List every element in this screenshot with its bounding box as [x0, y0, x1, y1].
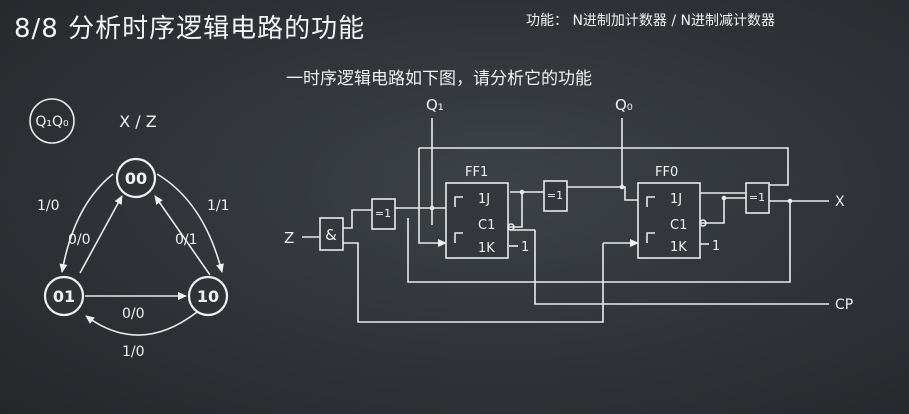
state-node-10 [187, 275, 229, 317]
transition-01-00 [79, 195, 123, 274]
transition-00-10 [156, 173, 224, 273]
and-gate [319, 217, 344, 251]
state-node-00 [115, 157, 157, 199]
q0-label: Q₀ [615, 96, 633, 114]
xor-gate-3 [745, 182, 770, 214]
logic-circuit: & =1 =1 =1 FF1 1J C1 1K 1 FF0 1J C1 1K [284, 96, 853, 323]
ff0-k-value: 1 [712, 239, 720, 254]
state-node-01 [43, 275, 85, 317]
z-input-label: Z [284, 229, 294, 247]
slide-title: 8/8 分析时序逻辑电路的功能 [14, 14, 366, 44]
ff0-name: FF0 [655, 165, 678, 180]
q1-label: Q₁ [426, 96, 444, 114]
transition-label: 1/1 [207, 198, 230, 214]
xor-gate-label: =1 [749, 191, 765, 204]
state-legend: Q₁Q₀ [35, 114, 69, 130]
state-legend-circle [29, 98, 75, 144]
transition-00-01 [59, 173, 114, 273]
xor-gate-2 [543, 180, 568, 212]
ff0-j: 1J [670, 192, 682, 207]
transition-10-00 [154, 195, 211, 276]
problem-statement: 一时序逻辑电路如下图，请分析它的功能 [286, 69, 592, 89]
ff1-k: 1K [478, 241, 495, 256]
and-gate-label: & [325, 226, 337, 244]
ff0-c: C1 [670, 218, 687, 233]
xor-gate-1 [371, 198, 396, 230]
ff0-k: 1K [670, 240, 687, 255]
state-label: 00 [125, 169, 147, 188]
xor-gate-label: =1 [547, 189, 563, 202]
io-legend: X / Z [119, 112, 157, 131]
ff1-name: FF1 [465, 165, 488, 180]
ff1-c: C1 [478, 218, 495, 233]
xor-gate-label: =1 [375, 207, 391, 220]
ff1-j: 1J [478, 192, 490, 207]
cp-label: CP [835, 297, 853, 313]
transition-label: 1/0 [122, 344, 145, 360]
ff1-k-value: 1 [521, 240, 529, 255]
transition-label: 0/0 [122, 306, 145, 322]
transition-label: 0/1 [175, 232, 198, 248]
state-diagram: Q₁Q₀ X / Z 1/0 0/0 0/1 1/1 0/0 1/0 00 01… [29, 98, 230, 360]
flip-flop-ff0 [637, 182, 701, 259]
function-note: 功能： N进制加计数器 / N进制减计数器 [526, 13, 776, 29]
state-label: 10 [197, 287, 219, 306]
flip-flop-ff1 [445, 182, 509, 259]
transition-10-01 [85, 311, 198, 336]
state-label: 01 [53, 287, 75, 306]
x-output-label: X [835, 194, 845, 210]
transition-label: 0/0 [68, 232, 91, 248]
transition-label: 1/0 [37, 198, 60, 214]
